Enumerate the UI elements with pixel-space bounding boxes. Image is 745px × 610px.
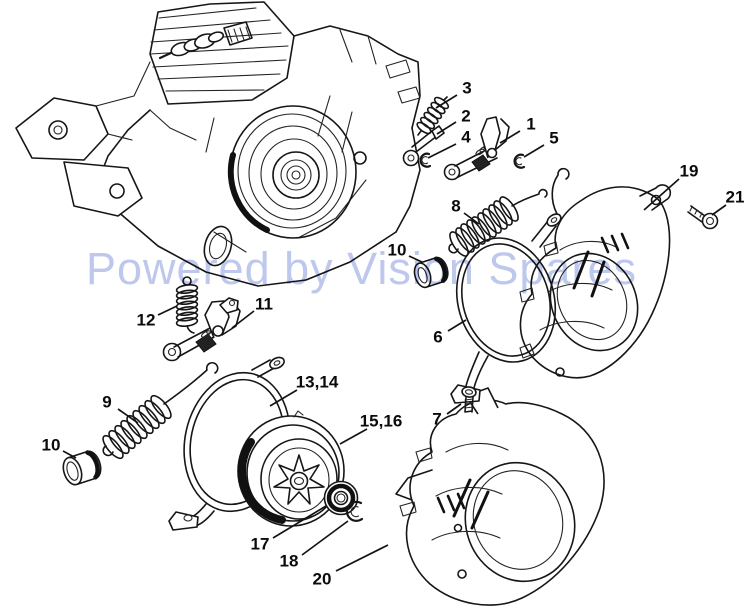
callout-1: 1: [526, 114, 536, 134]
leader-line: [231, 310, 255, 329]
callout-20: 20: [312, 569, 332, 589]
callout-10: 10: [387, 240, 407, 260]
leader-line: [408, 255, 423, 263]
leader-line: [301, 520, 349, 556]
sprocket-cover-20: [395, 387, 605, 606]
brake-spring-8: [448, 188, 548, 257]
callout-15-16: 15,16: [359, 411, 403, 431]
leader-line: [117, 408, 139, 424]
callout-11: 11: [255, 294, 273, 314]
leader-line: [447, 319, 467, 332]
leader-line: [427, 143, 457, 159]
callout-2: 2: [461, 106, 471, 126]
leader-line: [499, 130, 521, 144]
callout-18: 18: [279, 551, 299, 571]
leader-line: [436, 121, 457, 135]
leader-line: [643, 178, 680, 211]
bushing-10-upper: [413, 256, 449, 289]
leader-line: [272, 505, 327, 539]
callout-4: 4: [461, 127, 471, 147]
leader-line: [435, 94, 458, 109]
callout-10: 10: [41, 435, 61, 455]
callout-7: 7: [432, 409, 442, 429]
leader-line: [335, 544, 389, 572]
bearing-17: [323, 480, 359, 516]
leader-line: [523, 144, 545, 158]
callout-9: 9: [102, 392, 112, 412]
bushing-10-lower: [62, 450, 102, 486]
leader-lines: [62, 94, 727, 572]
leader-line: [463, 212, 480, 225]
engine-assembly: [15, 1, 421, 287]
tension-spring-9: [102, 362, 219, 460]
callout-3: 3: [462, 78, 472, 98]
callout-19: 19: [679, 161, 699, 181]
clutch-drum-15-16: [237, 410, 345, 527]
callout-21: 21: [725, 187, 745, 207]
callout-13-14: 13,14: [295, 372, 339, 392]
e-clip-18: [345, 500, 364, 522]
callout-12: 12: [136, 310, 156, 330]
leader-line: [157, 305, 178, 316]
e-clip-4: [419, 152, 432, 168]
leader-line: [711, 204, 727, 216]
brake-lever-11: [162, 297, 241, 362]
callout-5: 5: [549, 128, 559, 148]
leader-line: [269, 389, 298, 407]
brake-band-13-14: [168, 356, 291, 531]
leader-line: [339, 428, 368, 445]
brake-lever-1: [443, 116, 510, 181]
e-clip-5: [513, 153, 526, 169]
screw-7: [461, 386, 477, 413]
callout-17: 17: [250, 534, 270, 554]
callout-6: 6: [433, 327, 443, 347]
callout-8: 8: [451, 196, 461, 216]
leader-line: [62, 450, 77, 459]
sprocket-cover-19: [519, 184, 672, 379]
leader-line: [446, 403, 462, 415]
watermark: Powered by Vision Spares: [86, 243, 637, 294]
screw-21: [687, 205, 719, 230]
